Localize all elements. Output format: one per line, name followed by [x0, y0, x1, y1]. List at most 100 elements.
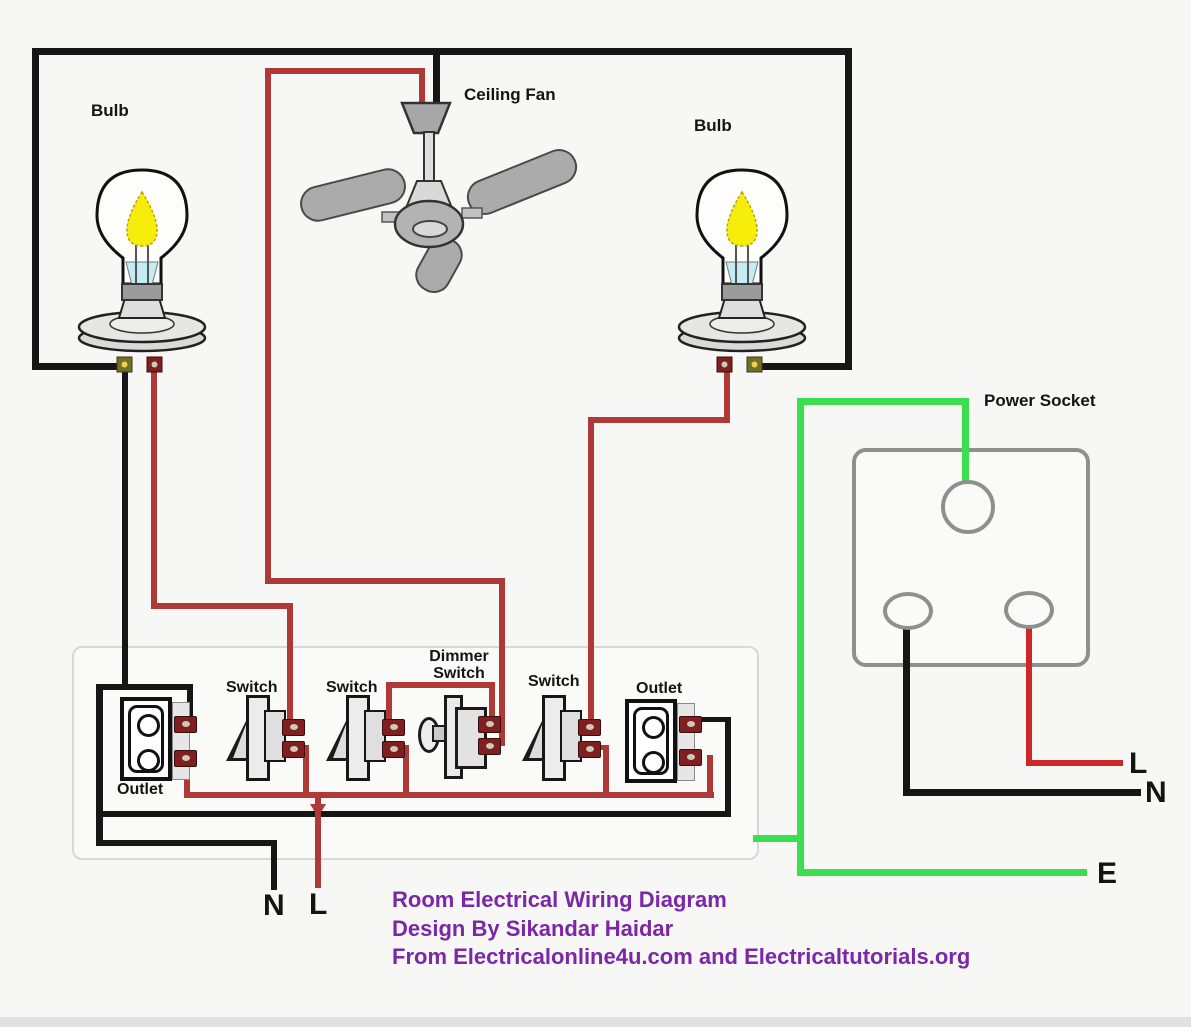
earth-main-v — [797, 398, 804, 876]
bulb-left-label: Bulb — [91, 101, 129, 120]
outlet-left — [120, 697, 200, 781]
switch-1-label: Switch — [226, 679, 278, 696]
neutral-junction-wire — [96, 684, 193, 690]
dimmer-terminal-bottom — [478, 738, 501, 755]
switch-1-blade — [264, 710, 286, 762]
dimmer-top-v — [489, 682, 495, 720]
outlet-right-top-v — [725, 717, 731, 817]
switch2-top-v — [386, 682, 392, 724]
socket-neutral-label: N — [1145, 776, 1167, 809]
dimmer-switch — [418, 695, 502, 781]
bulb-right-live-v — [724, 360, 730, 422]
switch-1-terminal-top — [282, 719, 305, 736]
switch3-top-drop — [588, 417, 594, 722]
socket-neutral-hole — [883, 592, 933, 630]
fan-live-canopy-v — [419, 68, 425, 104]
socket-live-label: L — [1129, 747, 1148, 780]
outlet-left-hole-bottom — [137, 749, 160, 772]
fan-blades — [300, 149, 578, 293]
switch1-bottom-v — [303, 745, 309, 797]
switch3-bottom-h — [593, 745, 609, 750]
room-right-wire — [845, 48, 852, 370]
outlet-left-hole-top — [137, 714, 160, 737]
neutral-main-vertical — [96, 684, 103, 846]
socket-earth-hole — [941, 480, 995, 534]
bulb-left-collar — [121, 283, 163, 301]
dimmer-label-line2: Switch — [433, 665, 485, 682]
outlet-right-terminal-bottom — [679, 749, 702, 766]
outlet-left-terminal-bottom — [174, 750, 197, 767]
room-bottom-left-wire — [32, 363, 131, 370]
fan-live-main-v — [265, 68, 271, 584]
socket-live-h — [1026, 760, 1123, 766]
switch-3-terminal-bottom — [578, 741, 601, 758]
socket-neutral-h — [903, 789, 1141, 796]
switch-3-terminal-top — [578, 719, 601, 736]
dimmer-terminal-top — [478, 716, 501, 733]
earth-socket-v — [962, 398, 969, 484]
footer-author: Design By Sikandar Haidar — [392, 915, 674, 941]
switch-1 — [226, 695, 305, 781]
bulb-left-neutral-wire — [122, 360, 128, 690]
live-bus-wire — [184, 792, 714, 798]
bulb-left-glow — [126, 190, 158, 247]
outlet-right-hole-top — [642, 716, 665, 739]
footer-title: Room Electrical Wiring Diagram — [392, 887, 727, 912]
bulb-right-glow — [726, 190, 758, 247]
socket-live-v — [1026, 618, 1032, 766]
switch-2-blade — [364, 710, 386, 762]
bulb-right-live-h — [588, 417, 730, 423]
live-source-v — [315, 795, 321, 888]
dimmer-bottom-drop — [499, 578, 505, 746]
outlet-right-top-h — [700, 717, 731, 722]
switch-3 — [522, 695, 601, 781]
power-socket-label: Power Socket — [984, 391, 1096, 410]
mains-neutral-label: N — [263, 889, 285, 922]
fan-hub-cap — [412, 220, 448, 238]
outlet-right-panel — [677, 703, 695, 781]
room-top-wire — [32, 48, 852, 55]
outlet-left-label: Outlet — [117, 781, 164, 798]
ceiling-fan — [296, 96, 584, 296]
earth-top-h — [797, 398, 969, 405]
bottom-band — [0, 1017, 1191, 1027]
bulb-right — [676, 166, 808, 374]
fan-live-top-h — [265, 68, 425, 74]
outlet-right — [625, 699, 705, 783]
dimmer-switch2-link-h — [386, 682, 495, 688]
footer-credits: Room Electrical Wiring Diagram Design By… — [392, 886, 970, 972]
switch-2 — [326, 695, 405, 781]
live-direction-arrow — [310, 804, 326, 817]
switch1-top-drop — [287, 603, 293, 725]
switch-1-terminal-bottom — [282, 741, 305, 758]
outlet-left-terminal-top — [174, 716, 197, 733]
bulb-left-live-v — [151, 360, 157, 609]
switch-3-label: Switch — [528, 673, 580, 690]
switch-2-terminal-top — [382, 719, 405, 736]
earth-board-h — [753, 835, 801, 842]
socket-neutral-v — [903, 620, 910, 796]
bulb-left-live-h — [151, 603, 293, 609]
ceiling-fan-label: Ceiling Fan — [464, 85, 556, 104]
dimmer-switch-label: Dimmer Switch — [416, 648, 502, 682]
outlet-right-label: Outlet — [636, 680, 683, 697]
switch-3-blade — [560, 710, 582, 762]
socket-live-hole — [1004, 591, 1054, 629]
switch2-bottom-v — [403, 745, 409, 797]
room-left-wire — [32, 48, 39, 370]
fan-canopy — [400, 101, 452, 135]
outlet-right-terminal-top — [679, 716, 702, 733]
switch3-bottom-v — [603, 745, 609, 797]
switch-2-terminal-bottom — [382, 741, 405, 758]
neutral-bus-wire — [96, 811, 731, 817]
mains-live-label: L — [309, 888, 328, 921]
neutral-source-v — [271, 840, 277, 890]
earth-out-h — [797, 869, 1087, 876]
bulb-left — [76, 166, 208, 374]
outlet-right-hole-bottom — [642, 751, 665, 774]
dimmer-label-line1: Dimmer — [429, 648, 489, 665]
fan-drop-wire — [433, 53, 440, 105]
room-bottom-right-wire — [749, 363, 852, 370]
outlet-right-bottom-v — [707, 755, 713, 798]
bulb-right-label: Bulb — [694, 116, 732, 135]
